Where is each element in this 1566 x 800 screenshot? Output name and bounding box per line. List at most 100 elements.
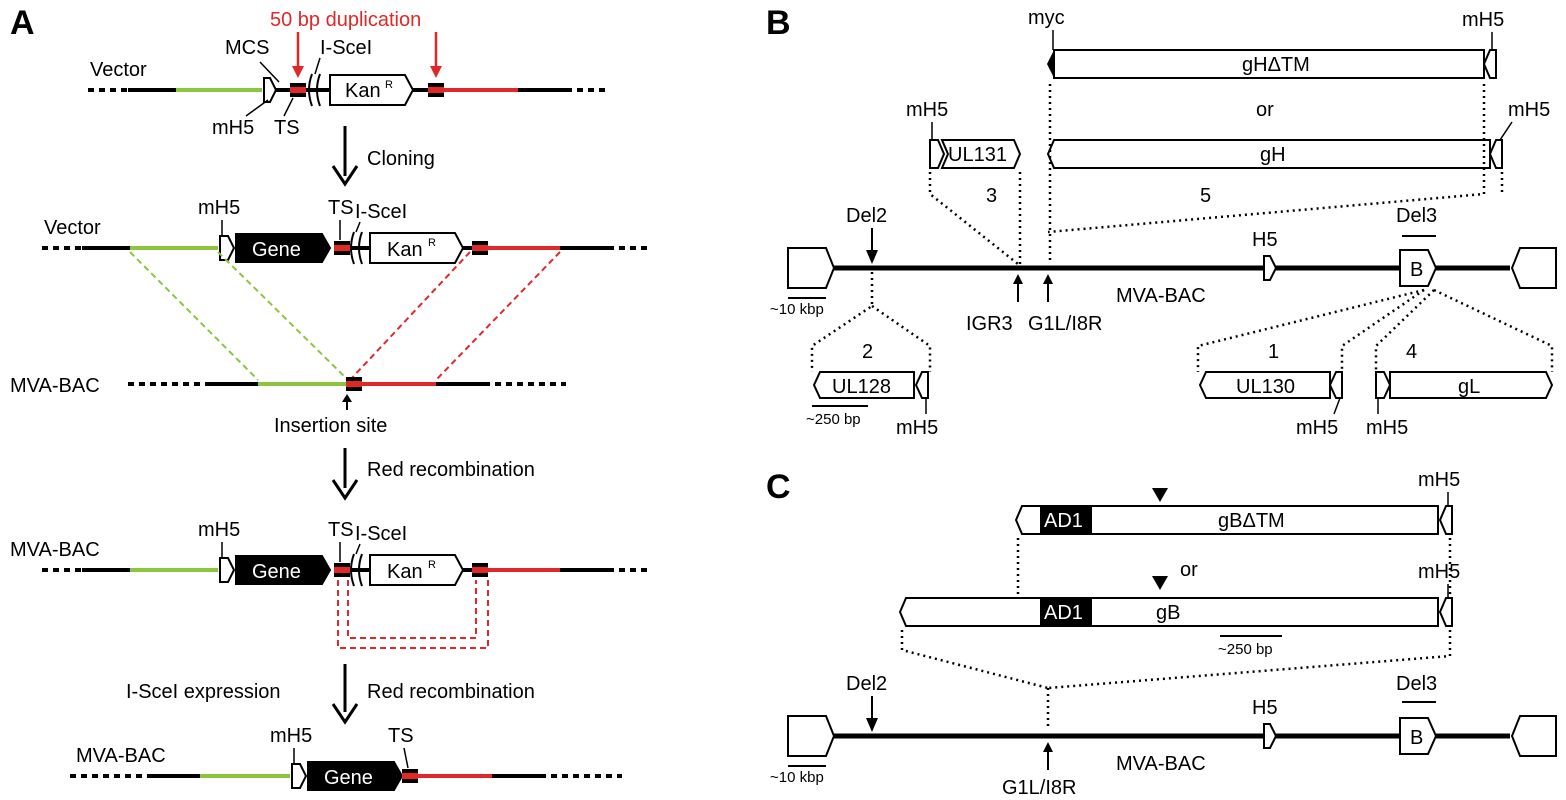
del3-label-b: Del3	[1396, 205, 1437, 227]
ad1-box-1	[1040, 506, 1092, 534]
dup-label: 50 bp duplication	[270, 9, 421, 31]
kanr-box-4	[369, 554, 465, 586]
h5-label-c: H5	[1252, 697, 1278, 719]
ts-label-5: TS	[388, 725, 414, 747]
gene-box-2	[235, 233, 332, 263]
ad1-box-2	[1040, 598, 1092, 626]
ts-label-2: TS	[328, 197, 354, 219]
num-3: 3	[986, 185, 997, 207]
gh-dtm-label: gHΔTM	[1242, 54, 1310, 76]
vector-label-2: Vector	[44, 217, 101, 239]
cloning-step: Cloning	[331, 126, 435, 187]
gh-label: gH	[1260, 144, 1286, 166]
mh5-gh-dtm	[1482, 49, 1497, 79]
b-box-c	[1399, 717, 1438, 755]
mva-bac-label-b: MVA-BAC	[1116, 285, 1206, 307]
ul131-label: UL131	[948, 144, 1007, 166]
gl-label: gL	[1458, 376, 1480, 398]
mh5-label-b3: mH5	[906, 99, 948, 121]
mh5-label-b6: mH5	[1366, 417, 1408, 439]
vector-gene-row: Vector Gene Kan R mH5 TS I-Sce	[42, 197, 648, 381]
gb-dtm-label: gBΔTM	[1218, 510, 1285, 532]
mh5-label-5: mH5	[270, 725, 312, 747]
myc-label: myc	[1028, 7, 1065, 29]
isce-expression-label: I-SceI expression	[126, 681, 281, 703]
mh5-ul130	[1328, 371, 1343, 399]
marker-triangle-1	[1152, 488, 1168, 502]
mh5-label-b1: mH5	[1462, 9, 1504, 31]
myc-tag	[1047, 50, 1054, 78]
mh5-ul131	[929, 139, 946, 169]
num-4: 4	[1406, 341, 1417, 363]
ul130-box	[1198, 371, 1331, 399]
gene-box-4	[235, 555, 332, 585]
ul130-label: UL130	[1236, 376, 1295, 398]
scale-bp-label-c: ~250 bp	[1218, 641, 1273, 658]
mh5-label-b5: mH5	[1296, 417, 1338, 439]
igr3-label: IGR3	[966, 313, 1013, 335]
mva-bac-label-5: MVA-BAC	[76, 745, 166, 767]
scale-kbp-label-b: ~10 kbp	[770, 301, 824, 318]
del2-label-c: Del2	[846, 673, 887, 695]
left-end-b	[787, 247, 836, 289]
isce-recombination-step: I-SceI expression Red recombination	[126, 664, 535, 725]
panel-a: A Vector Kan R 50 bp duplication	[10, 4, 648, 791]
kan-label-2: Kan	[387, 239, 423, 261]
isce-label-4: I-SceI	[355, 523, 407, 545]
gb-label: gB	[1156, 602, 1180, 624]
mh5-gb-dtm	[1438, 505, 1453, 535]
kan-sup-4: R	[428, 559, 436, 571]
b-box-b	[1399, 249, 1438, 287]
ad1-label-2: AD1	[1044, 602, 1083, 624]
mh5-promoter-1	[263, 77, 278, 103]
panel-b: B myc gHΔTM mH5 or gH mH5 UL131 mH5 3 5	[766, 4, 1557, 439]
mh5-gl	[1375, 371, 1392, 399]
h5-promoter-b	[1263, 255, 1278, 281]
scale-bp-label-b: ~250 bp	[806, 411, 861, 428]
h5-promoter-c	[1263, 723, 1278, 749]
mh5-label-1: mH5	[212, 117, 254, 139]
gene-label-4: Gene	[252, 561, 301, 583]
scale-kbp-label-c: ~10 kbp	[770, 769, 824, 786]
mva-bac-kan-row: MVA-BAC Gene Kan R mH5 TS I-Sc	[10, 519, 648, 649]
panel-a-label: A	[10, 4, 35, 42]
red-recombination-label-1: Red recombination	[367, 459, 535, 481]
ts-label-1: TS	[274, 117, 300, 139]
marker-triangle-2	[1152, 576, 1168, 590]
isce-label-1: I-SceI	[320, 37, 372, 59]
gene-label-2: Gene	[252, 239, 301, 261]
right-end-b	[1510, 247, 1557, 289]
red-recombination-step-1: Red recombination	[331, 448, 535, 501]
mcs-label: MCS	[225, 37, 269, 59]
right-end-c	[1510, 715, 1557, 757]
mva-bac-insertion-row: MVA-BAC Insertion site	[10, 375, 566, 437]
panel-c-label: C	[766, 468, 791, 506]
kanr-box-1	[329, 74, 415, 106]
mva-bac-label-4: MVA-BAC	[10, 539, 100, 561]
g1l-label-b: G1L/I8R	[1028, 313, 1102, 335]
gene-box-5	[307, 761, 404, 791]
mva-bac-final-row: MVA-BAC Gene mH5 TS	[70, 725, 622, 791]
b-label-c: B	[1410, 727, 1423, 749]
mh5-label-c1: mH5	[1418, 469, 1460, 491]
del2-label-b: Del2	[846, 205, 887, 227]
kan-sup-1: R	[385, 79, 393, 91]
left-end-c	[787, 715, 836, 757]
b-label-b: B	[1410, 259, 1423, 281]
kan-label-1: Kan	[345, 80, 381, 102]
mh5-label-c2: mH5	[1418, 561, 1460, 583]
del3-label-c: Del3	[1396, 673, 1437, 695]
gb-dtm-box	[1014, 505, 1439, 535]
mva-bac-label-c: MVA-BAC	[1116, 753, 1206, 775]
g1l-label-c: G1L/I8R	[1002, 777, 1076, 799]
mh5-promoter-5	[291, 763, 308, 789]
or-label-c: or	[1180, 559, 1198, 581]
kanr-box-2	[369, 232, 465, 264]
ts-label-4: TS	[328, 519, 354, 541]
gh-dtm-box	[1053, 49, 1485, 79]
mh5-promoter-2	[219, 235, 236, 261]
mh5-gb	[1438, 597, 1453, 627]
isce-label-2: I-SceI	[355, 201, 407, 223]
mva-bac-label-3: MVA-BAC	[10, 375, 100, 397]
